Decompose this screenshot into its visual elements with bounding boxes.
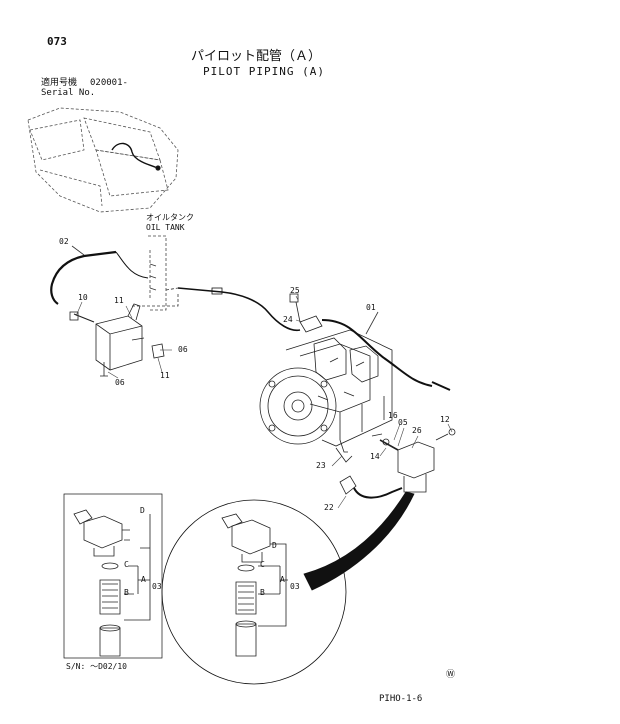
- detail-right-label-a: A: [280, 575, 285, 584]
- part-label-02: 02: [59, 237, 69, 246]
- part-label-06-lower: 06: [115, 378, 125, 387]
- part-label-10: 10: [78, 293, 88, 302]
- part-label-11-upper: 11: [114, 296, 124, 305]
- part-label-26: 26: [412, 426, 422, 435]
- part-label-16: 16: [388, 411, 398, 420]
- page-number: 073: [47, 35, 67, 48]
- detail-right-label-03: 03: [290, 582, 300, 591]
- pilot-hose-02: [50, 250, 117, 305]
- part-label-25: 25: [290, 286, 300, 295]
- part-label-12: 12: [440, 415, 450, 424]
- part-label-14: 14: [370, 452, 380, 461]
- oil-tank-outline: [148, 235, 167, 311]
- part-label-24: 24: [283, 315, 293, 324]
- detail-right-label-c: C: [260, 560, 265, 569]
- detail-right-label-b: B: [260, 588, 265, 597]
- pilot-hose-01: [321, 319, 433, 387]
- detail-left-label-c: C: [124, 560, 129, 569]
- pilot-line-to-pump: [177, 287, 301, 332]
- excavator-overview-drawing: [27, 107, 179, 213]
- detail-left-label-a: A: [141, 575, 146, 584]
- detail-left-label-03: 03: [152, 582, 162, 591]
- overview-pilot-hose: [111, 142, 159, 169]
- oil-tank-label-english: OIL TANK: [146, 223, 185, 232]
- left-filter-detail: [73, 509, 130, 657]
- valve-block-drawing: [69, 303, 165, 377]
- detail-left-label-d: D: [140, 506, 145, 515]
- serial-label-english: Serial No.: [41, 88, 96, 98]
- serial-value: 020001-: [90, 78, 128, 88]
- right-filter-detail: [221, 513, 271, 657]
- drawing-code: PIHO-1-6: [379, 694, 423, 704]
- detail-right-label-d: D: [272, 541, 277, 550]
- part-label-06-right: 06: [178, 345, 188, 354]
- detail-box-left: [63, 493, 163, 659]
- detail-left-label-b: B: [124, 588, 129, 597]
- title-english: PILOT PIPING (A): [203, 65, 325, 78]
- detail-circle-right: [161, 499, 347, 685]
- part-label-23: 23: [316, 461, 326, 470]
- oil-tank-label-japanese: オイルタンク: [146, 213, 194, 222]
- part-label-01: 01: [366, 303, 376, 312]
- part-label-22: 22: [324, 503, 334, 512]
- part-label-05: 05: [398, 418, 408, 427]
- w-mark-icon: Ⓦ: [446, 670, 456, 680]
- serial-note: S/N: ～D02/10: [66, 662, 127, 671]
- pilot-hose-22: [353, 487, 403, 499]
- title-japanese: パイロット配管（Ａ）: [191, 49, 322, 64]
- pilot-filter-drawing: [371, 428, 456, 493]
- part-label-11-lower: 11: [160, 371, 170, 380]
- main-pump-drawing: [259, 293, 393, 463]
- detail-connector: [303, 491, 415, 591]
- serial-label-japanese: 適用号機: [41, 78, 78, 88]
